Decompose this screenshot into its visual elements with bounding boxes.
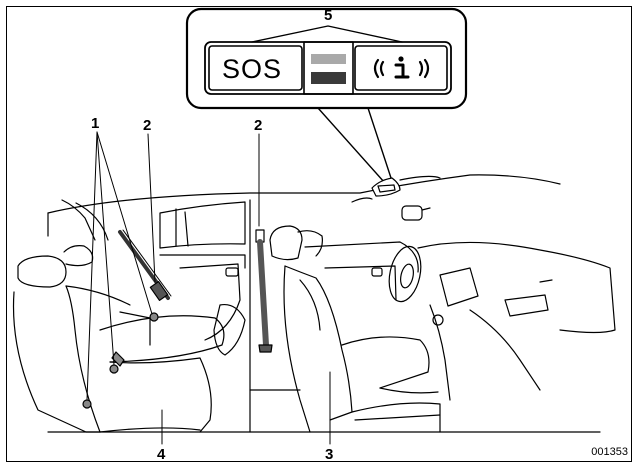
pillar-seatbelt bbox=[255, 229, 273, 353]
rear-seatbelt bbox=[118, 229, 172, 302]
figure-reference-number: 001353 bbox=[591, 446, 628, 458]
callout-3: 3 bbox=[325, 446, 334, 463]
vehicle-body bbox=[47, 174, 601, 433]
info-button-outline bbox=[354, 45, 448, 91]
overhead-console bbox=[351, 175, 441, 221]
sos-button-label: SOS bbox=[222, 54, 283, 84]
rear-seat bbox=[12, 245, 225, 433]
indicator-light-top bbox=[311, 54, 346, 64]
callout-2-rear: 2 bbox=[143, 117, 152, 134]
callout-leaders bbox=[86, 131, 331, 445]
info-call-icon bbox=[373, 56, 430, 79]
callout-1: 1 bbox=[91, 115, 100, 132]
callout-2-pillar: 2 bbox=[254, 117, 263, 134]
front-seat bbox=[269, 225, 441, 433]
callout-5: 5 bbox=[324, 7, 333, 24]
figure-frame bbox=[6, 6, 632, 462]
overhead-panel-callout bbox=[185, 7, 468, 184]
dashboard bbox=[388, 241, 616, 401]
indicator-light-bottom bbox=[311, 72, 346, 84]
callout-4: 4 bbox=[157, 446, 166, 463]
sos-button-outline bbox=[208, 45, 303, 91]
